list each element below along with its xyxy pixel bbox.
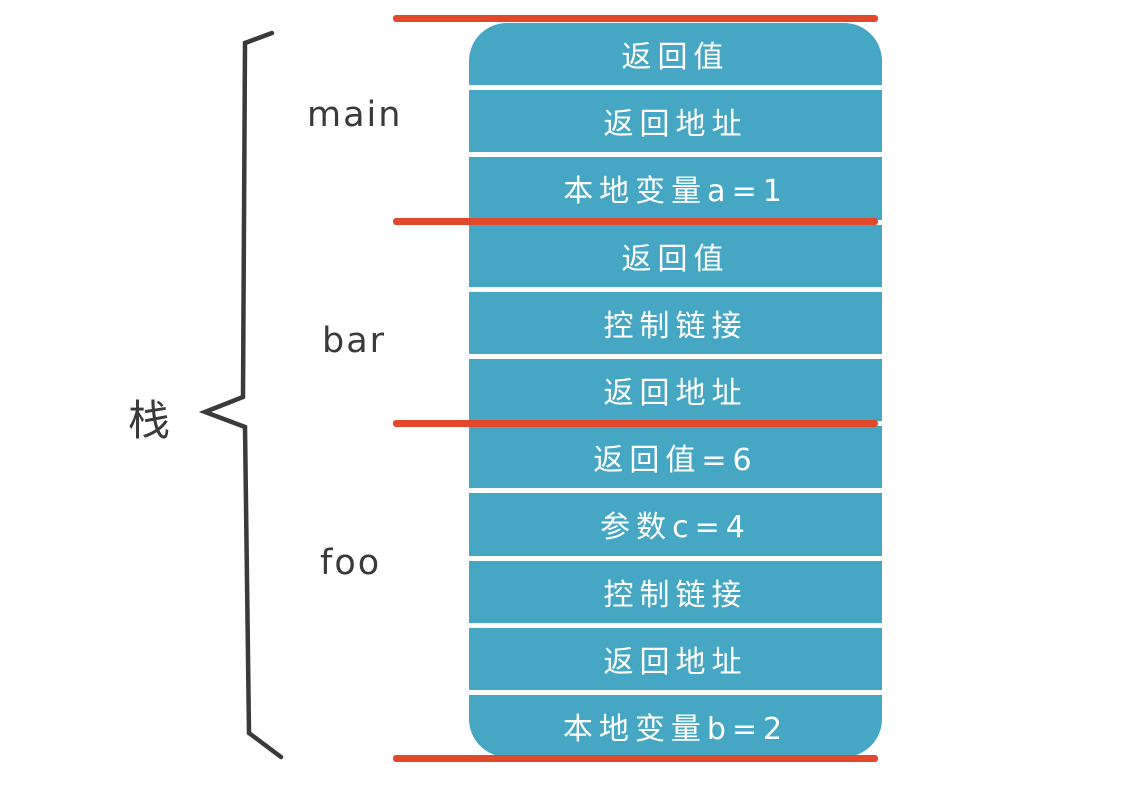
frame-label-main: main [307,95,403,135]
frame-divider-line-bottom [393,755,878,762]
stack-cell-foo-param-c: 参数c=4 [469,493,882,556]
frame-divider-line-main-bar [393,218,878,225]
frame-label-bar: bar [322,321,387,361]
stack-cell-main-local-var-a: 本地变量a=1 [469,157,882,220]
stack-brace [198,30,284,760]
stack-cell-foo-control-link: 控制链接 [469,560,882,623]
frame-divider-line-top [393,15,878,22]
stack-cell-foo-return-value: 返回值=6 [469,426,882,489]
stack-cell-foo-return-address: 返回地址 [469,627,882,690]
stack-cell-foo-local-var-b: 本地变量b=2 [469,694,882,757]
stack-cell-main-return-address: 返回地址 [469,90,882,153]
stack-cell-bar-return-address: 返回地址 [469,358,882,422]
stack-cell-main-return-value: 返回值 [469,23,882,86]
frame-label-foo: foo [320,543,382,583]
frame-divider-line-bar-foo [393,420,878,427]
stack-container: 返回值 返回地址 本地变量a=1 返回值 控制链接 返回地址 返回值=6 参数c… [469,23,882,757]
stack-cell-bar-control-link: 控制链接 [469,291,882,354]
brace-label: 栈 [128,396,173,445]
stack-cell-bar-return-value: 返回值 [469,224,882,287]
